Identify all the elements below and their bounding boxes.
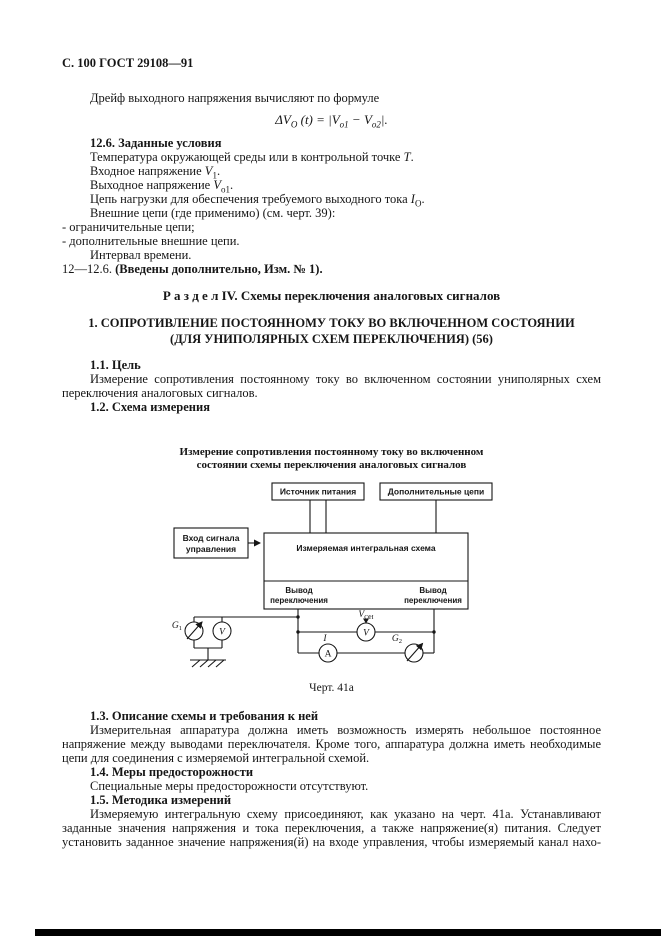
condition-load-circuit: Цепь нагрузки для обеспечения требуемого… — [62, 192, 601, 209]
control-input-label: управления — [185, 544, 235, 554]
measurement-circuit-diagram: Источник питания Дополнительные цепи Вхо… — [171, 482, 493, 668]
variable-subscript: 1 — [212, 170, 217, 181]
condition-output-voltage: Выходное напряжение Vо1. — [62, 178, 601, 195]
junction-dot — [295, 615, 300, 619]
figure-caption: Черт. 41а — [309, 682, 354, 694]
paragraph-1-5: Измеряемую интегральную схему присоединя… — [62, 807, 601, 849]
g1-adjust-arrow — [186, 621, 203, 640]
chapter-1-title: 1. СОПРОТИВЛЕНИЕ ПОСТОЯННОМУ ТОКУ ВО ВКЛ… — [62, 316, 601, 347]
power-source-box — [270, 482, 365, 501]
von-down-arrow — [362, 618, 369, 624]
text-run: Цепь нагрузки для обеспечения требуемого… — [90, 192, 411, 206]
text-run: . — [421, 192, 425, 206]
variable: V — [213, 178, 221, 192]
paragraph-1-4: Специальные меры предосторожности отсутс… — [90, 779, 369, 793]
figure-41a: Измерение сопротивления постоянному току… — [62, 446, 601, 695]
g2-label-subscript: 2 — [398, 638, 401, 645]
terminal-left-label: переключения — [270, 596, 328, 605]
condition-time-interval: Интервал времени. — [90, 248, 192, 262]
formula-subscript: о1 — [339, 119, 349, 130]
formula-term: (t) = |V — [297, 112, 340, 127]
figure-title: Измерение сопротивления постоянному току… — [62, 446, 601, 472]
g1-label-letter: G — [171, 621, 178, 631]
condition-external-circuits: Внешние цепи (где применимо) (см. черт. … — [90, 206, 336, 220]
von-label-letter: V — [358, 610, 365, 620]
terminal-right-label: Вывод — [419, 586, 446, 595]
text-run: 12—12.6. — [62, 262, 116, 276]
figure-title-line: состоянии схемы переключения аналоговых … — [196, 459, 467, 471]
ground-hatch — [199, 659, 208, 668]
page-header: С. 100 ГОСТ 29108—91 — [62, 56, 194, 70]
formula-term: ΔV — [275, 112, 291, 127]
drift-intro-paragraph: Дрейф выходного напряжения вычисляют по … — [90, 91, 380, 105]
heading-1-2: 1.2. Схема измерения — [90, 400, 210, 414]
text-run: . — [216, 164, 221, 178]
formula-term: − V — [348, 112, 372, 127]
junction-dots — [295, 615, 436, 634]
condition-temperature: Температура окружающей среды или в контр… — [62, 150, 601, 164]
heading-1-4: 1.4. Меры предосторожности — [90, 765, 254, 779]
component-letters: V V A I VОН G1 G2 — [171, 610, 401, 660]
formula-subscript: о2 — [371, 119, 381, 130]
chapter-title-line: 1. СОПРОТИВЛЕНИЕ ПОСТОЯННОМУ ТОКУ ВО ВКЛ… — [88, 316, 575, 330]
g2-label-letter: G — [391, 634, 398, 644]
von-meter-letter: V — [363, 629, 370, 639]
ground-hatch — [207, 659, 216, 668]
formula-subscript: О — [290, 119, 298, 130]
control-input-label: Вход сигнала — [182, 533, 239, 543]
variable-subscript: О — [414, 198, 422, 209]
power-source-label: Источник питания — [279, 487, 355, 497]
variable: Т — [403, 150, 411, 164]
variable-subscript: о1 — [221, 184, 230, 195]
condition-list-item: - ограничительные цепи; — [62, 220, 195, 234]
text-run: . — [410, 150, 414, 164]
variable: I — [410, 192, 415, 206]
ic-under-test-label: Измеряемая интегральная схема — [296, 543, 435, 553]
current-label: I — [322, 634, 327, 644]
ic-under-test-box — [262, 532, 469, 610]
heading-12-6: 12.6. Заданные условия — [90, 136, 222, 150]
terminal-left-label: Вывод — [285, 586, 312, 595]
junction-dot — [431, 630, 436, 634]
g2-adjust-arrow — [406, 642, 423, 662]
g2-source-circle — [403, 643, 424, 663]
amendment-note: 12—12.6. (Введены дополнительно, Изм. № … — [62, 262, 601, 276]
ground-hatch — [215, 659, 224, 668]
condition-list-item: - дополнительные внешние цепи. — [62, 234, 240, 248]
formula-term: |. — [380, 112, 388, 127]
heading-1-5: 1.5. Методика измерений — [90, 793, 232, 807]
section-iv-title: Р а з д е л IV. Схемы переключения анало… — [162, 288, 501, 303]
chapter-title-line: (ДЛЯ УНИПОЛЯРНЫХ СХЕМ ПЕРЕКЛЮЧЕНИЯ) (56) — [170, 331, 493, 346]
figure-title-line: Измерение сопротивления постоянному току… — [179, 446, 484, 458]
text-run: Выходное напряжение — [90, 178, 214, 192]
g1-label: G1 — [171, 621, 181, 632]
text-run: . — [230, 178, 234, 192]
ammeter-circle — [317, 643, 338, 663]
variable: V — [204, 164, 213, 178]
heading-1-3: 1.3. Описание схемы и требования к ней — [90, 709, 319, 723]
von-label: VОН — [358, 610, 374, 621]
ammeter-letter: A — [324, 650, 331, 660]
scan-edge-bar — [35, 929, 661, 936]
paragraph-1-1: Измерение сопротивления постоянному току… — [62, 372, 601, 400]
additional-circuits-label: Дополнительные цепи — [387, 487, 484, 497]
drift-formula: ΔVО (t) = |Vо1 − Vо2|. — [62, 112, 601, 130]
g2-label: G2 — [391, 634, 401, 645]
heading-1-1: 1.1. Цель — [90, 358, 141, 372]
ground-hatch — [191, 659, 200, 668]
condition-input-voltage: Входное напряжение V1. — [62, 164, 601, 181]
terminal-right-label: переключения — [404, 596, 462, 605]
von-label-subscript: ОН — [364, 614, 374, 621]
diagram-box-labels: Источник питания Дополнительные цепи Вхо… — [182, 487, 484, 606]
voltmeter-letter: V — [219, 628, 226, 638]
text-run: Температура окружающей среды или в контр… — [90, 150, 404, 164]
junction-dot — [295, 630, 300, 634]
circuit-wiring — [172, 482, 493, 668]
g1-label-subscript: 1 — [178, 625, 181, 632]
text-run: Входное напряжение — [90, 164, 205, 178]
paragraph-1-3: Измерительная аппаратура должна иметь во… — [62, 723, 601, 765]
amendment-bold: (Введены дополнительно, Изм. № 1). — [115, 262, 323, 276]
